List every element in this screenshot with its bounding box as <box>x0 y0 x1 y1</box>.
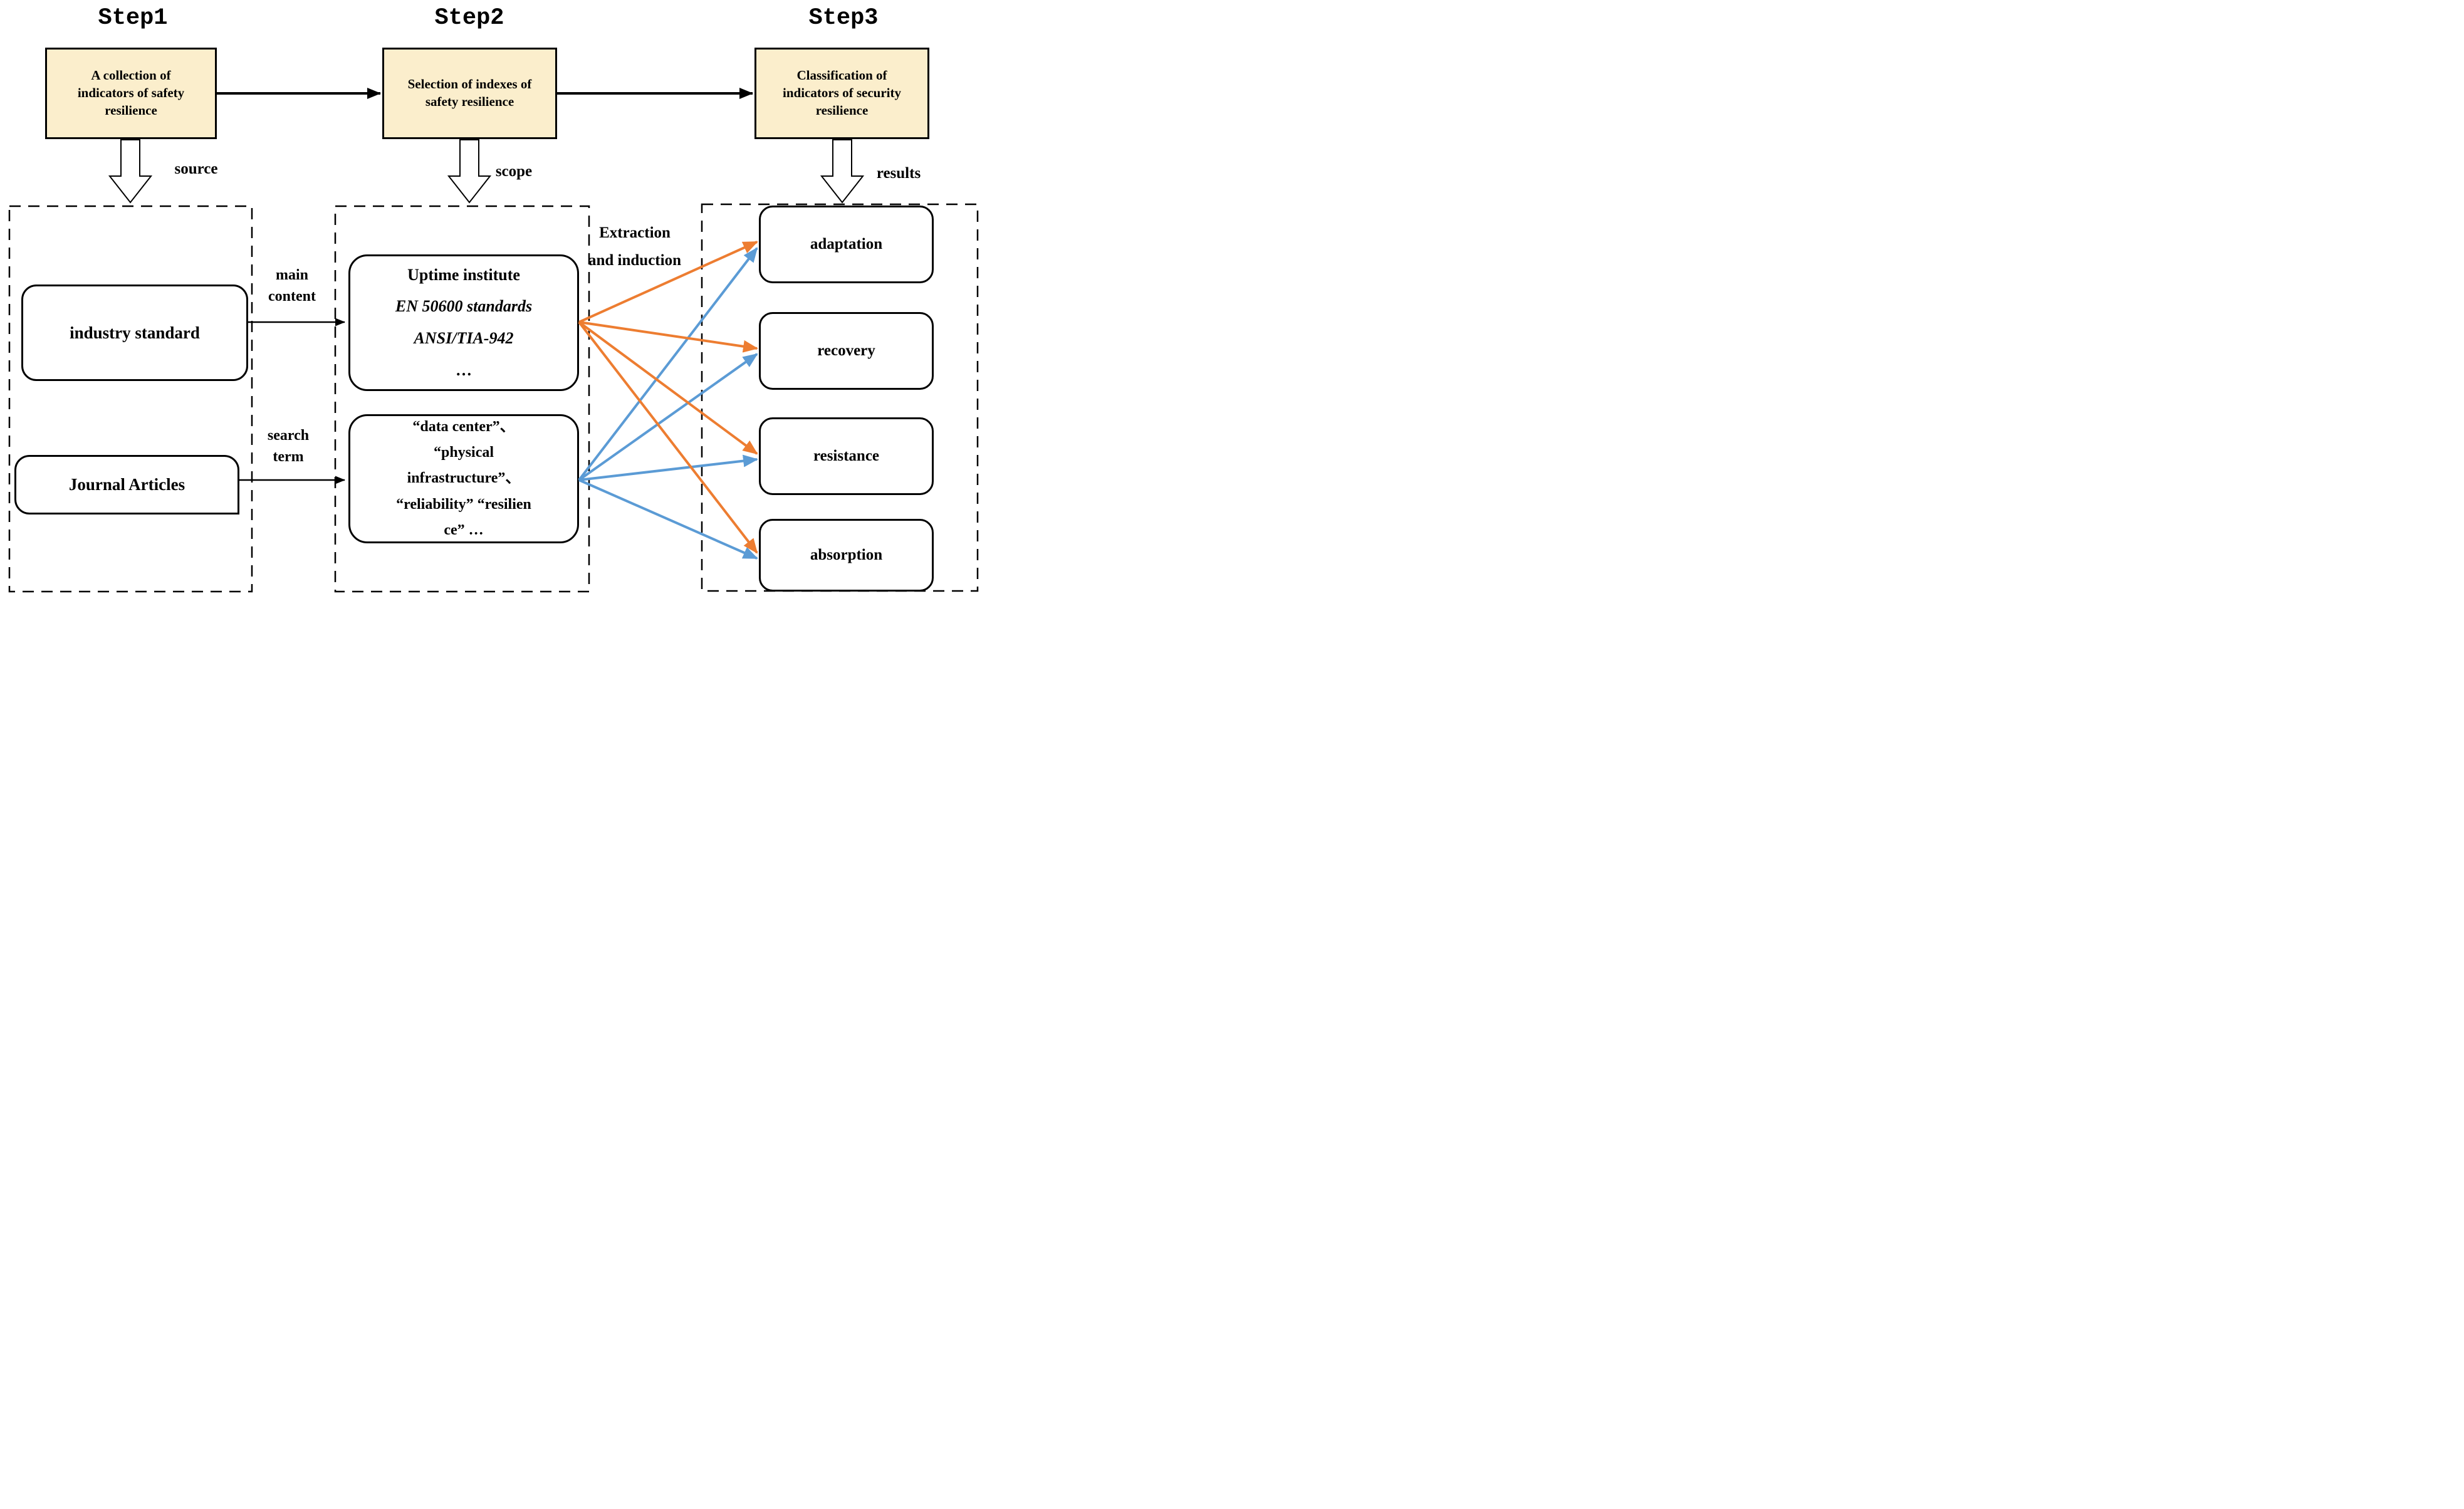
search-terms-line: “physical <box>433 444 494 461</box>
orange-arrow-standards-to-adaptation <box>578 241 758 323</box>
step2-label: Step2 <box>434 5 504 31</box>
standards-node: Uptime institute EN 50600 standards ANSI… <box>348 254 579 391</box>
extraction-line: and induction <box>588 252 681 269</box>
journal-articles-node: Journal Articles <box>14 455 239 514</box>
results-flow-label: results <box>876 165 921 182</box>
search-terms-line: “reliability” “resilien <box>396 496 531 513</box>
standards-line: Uptime institute <box>407 265 520 284</box>
orange-arrow-standards-to-recovery <box>578 321 758 353</box>
extraction-line: Extraction <box>599 224 671 241</box>
step3-box-line: Classification of <box>796 68 887 83</box>
main-content-line: main <box>275 267 308 283</box>
absorption-node: absorption <box>759 519 934 592</box>
scope-flow-label: scope <box>495 163 533 180</box>
arrows-layer <box>108 88 865 560</box>
recovery-node: recovery <box>759 312 934 390</box>
step1-box-line: indicators of safety <box>77 85 185 101</box>
search-term-line: search <box>267 427 310 444</box>
adaptation-label: adaptation <box>810 236 883 253</box>
resistance-node: resistance <box>759 417 934 495</box>
main-content-line: content <box>268 288 316 305</box>
step1-label: Step1 <box>98 5 168 31</box>
methodology-flow-diagram: Step1 Step2 Step3 A collection of indica… <box>0 0 986 603</box>
blue-arrow-search-to-adaptation <box>578 247 758 481</box>
search-terms-node: “data center”、 “physical infrastructure”… <box>348 414 579 543</box>
step1-box-line: A collection of <box>91 68 171 83</box>
industry-standard-label: industry standard <box>70 323 200 342</box>
blue-arrow-search-to-recovery <box>578 353 758 481</box>
search-terms-line: infrastructure”、 <box>407 470 521 487</box>
step3-box-line: indicators of security <box>783 85 901 101</box>
step1-box-line: resilience <box>105 102 157 118</box>
step1-process-box: A collection of indicators of safety res… <box>45 48 217 139</box>
step2-box-line: Selection of indexes of <box>407 76 532 92</box>
search-terms-line: “data center”、 <box>412 418 515 435</box>
extraction-induction-label: Extraction and induction <box>556 219 713 274</box>
main-content-edge-label: main content <box>254 264 330 307</box>
standards-line: ANSI/TIA-942 <box>414 329 514 347</box>
resistance-label: resistance <box>813 447 880 464</box>
blue-arrow-search-to-resistance <box>578 454 758 481</box>
standards-ellipsis: … <box>456 360 472 379</box>
industry-standard-node: industry standard <box>21 285 248 381</box>
orange-arrow-standards-to-resistance <box>578 321 758 455</box>
step2-process-box: Selection of indexes of safety resilienc… <box>382 48 557 139</box>
step2-down-arrow-icon <box>447 139 492 204</box>
orange-arrow-standards-to-absorption <box>578 321 758 554</box>
source-flow-label: source <box>174 160 218 177</box>
step2-box-line: safety resilience <box>425 94 514 109</box>
step1-down-arrow-icon <box>108 139 153 204</box>
blue-arrow-search-to-absorption <box>578 479 758 560</box>
absorption-label: absorption <box>810 546 883 563</box>
step3-box-line: resilience <box>815 102 869 118</box>
recovery-label: recovery <box>817 342 875 359</box>
search-terms-line: ce” … <box>444 521 484 538</box>
source-group-container <box>8 205 253 593</box>
journal-articles-label: Journal Articles <box>68 475 185 494</box>
adaptation-node: adaptation <box>759 206 934 283</box>
standards-line: EN 50600 standards <box>395 297 533 316</box>
search-term-line: term <box>273 449 304 465</box>
step3-process-box: Classification of indicators of security… <box>754 48 929 139</box>
step3-label: Step3 <box>808 5 879 31</box>
search-term-edge-label: search term <box>251 425 326 467</box>
step3-down-arrow-icon <box>820 139 865 204</box>
